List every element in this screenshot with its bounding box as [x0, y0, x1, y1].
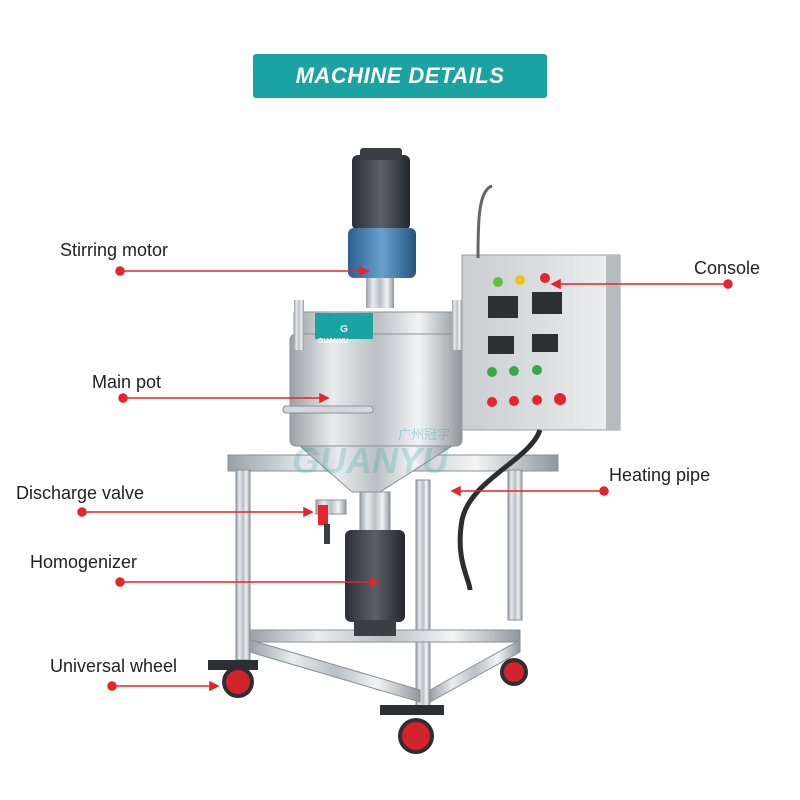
- label-stirring-motor: Stirring motor: [60, 240, 169, 260]
- stand-frame: [227, 454, 559, 711]
- watermark-text: GUANYU: [292, 440, 449, 481]
- brand-text: GUANYU: [318, 338, 349, 345]
- main-pot: G: [282, 300, 463, 493]
- label-homogenizer: Homogenizer: [30, 552, 138, 572]
- console-box: [461, 184, 621, 431]
- heating-pipe: [457, 429, 543, 591]
- label-discharge-valve: Discharge valve: [16, 483, 145, 503]
- label-console: Console: [694, 258, 761, 278]
- brand-plate: GUANYU: [318, 338, 348, 345]
- discharge-valve: [315, 499, 347, 544]
- watermark-cn-text: 广州冠宇: [398, 427, 451, 442]
- section-title-banner: MACHINE DETAILS: [253, 54, 547, 98]
- watermark-cn: 广州冠宇: [398, 424, 450, 443]
- stirring-motor: [348, 148, 416, 308]
- watermark: GUANYU: [292, 440, 448, 482]
- label-heating-pipe: Heating pipe: [609, 465, 711, 485]
- svg-text:G: G: [340, 324, 348, 335]
- homogenizer-motor: [345, 491, 405, 636]
- section-title: MACHINE DETAILS: [295, 63, 505, 88]
- label-universal-wheel: Universal wheel: [50, 656, 178, 676]
- universal-wheels: [208, 658, 528, 754]
- label-main-pot: Main pot: [92, 372, 162, 392]
